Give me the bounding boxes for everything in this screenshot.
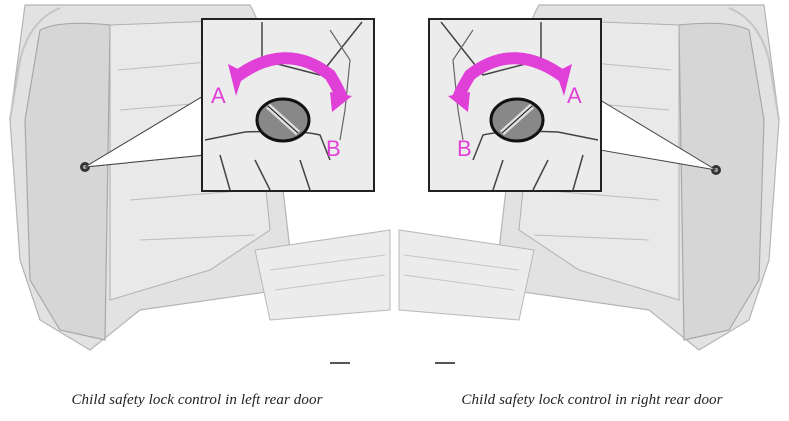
zoom-inset: A B bbox=[429, 19, 601, 191]
label-a: A bbox=[211, 83, 226, 108]
caption-right: Child safety lock control in right rear … bbox=[395, 392, 789, 409]
label-b: B bbox=[326, 136, 341, 161]
left-door-illustration: A B bbox=[0, 0, 394, 380]
figure-right-rear-door: A B Child safety lock control in right r… bbox=[395, 0, 789, 421]
caption-left: Child safety lock control in left rear d… bbox=[0, 392, 394, 409]
label-a: A bbox=[567, 83, 582, 108]
right-door-illustration: A B bbox=[395, 0, 789, 380]
figure-left-rear-door: A B Child safety lock control in left re… bbox=[0, 0, 394, 421]
zoom-inset: A B bbox=[202, 19, 374, 191]
label-b: B bbox=[457, 136, 472, 161]
